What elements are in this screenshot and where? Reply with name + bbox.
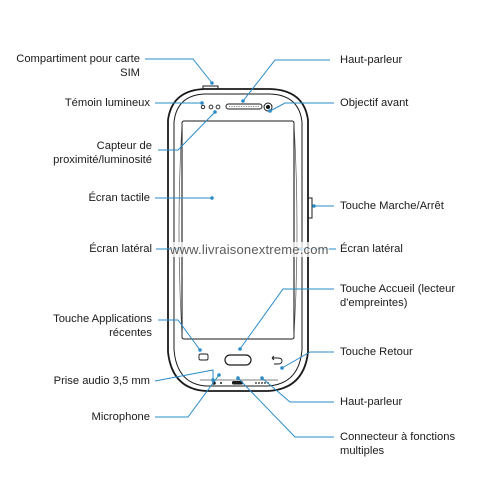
leader-speaker-top <box>242 59 330 102</box>
microphone-hole <box>220 382 222 384</box>
leader-connector <box>237 377 334 438</box>
label-audio-jack: Prise audio 3,5 mm <box>53 375 150 387</box>
leader-dots <box>176 81 316 382</box>
leader-sensor <box>158 111 216 151</box>
label-back-key: Touche Retour <box>340 346 413 358</box>
home-key-shape <box>224 354 252 366</box>
label-touchscreen: Écran tactile <box>88 192 150 204</box>
back-key-shape <box>271 355 283 365</box>
edge-curve-left <box>178 122 183 338</box>
recent-apps-key-shape <box>198 353 209 361</box>
label-speaker-top: Haut-parleur <box>340 54 403 66</box>
display-glass <box>181 120 295 340</box>
phone-outer-body <box>167 88 309 392</box>
leader-home <box>239 288 334 350</box>
phone-inner-edge <box>173 93 303 387</box>
label-front-camera: Objectif avant <box>340 97 409 109</box>
power-key <box>307 197 313 219</box>
audio-jack-hole <box>212 381 216 385</box>
leader-sim <box>145 58 213 84</box>
label-speaker-bottom: Haut-parleur <box>340 396 403 408</box>
edge-curve-right <box>293 122 298 338</box>
top-speaker-grille <box>225 103 263 110</box>
leader-camera <box>269 102 334 112</box>
label-led-indicator: Témoin lumineux <box>64 97 150 109</box>
watermark-text: www.livraisonextreme.com <box>170 242 329 257</box>
label-recent-apps-key: Touche Applications récentes <box>53 313 152 339</box>
phone-illustration <box>167 85 313 392</box>
leader-audio <box>154 369 214 382</box>
label-edge-screen-right: Écran latéral <box>340 243 403 255</box>
label-microphone: Microphone <box>91 411 150 423</box>
label-power-key: Touche Marche/Arrêt <box>340 200 444 212</box>
sensor-dot-1 <box>208 104 214 110</box>
leader-recent <box>158 319 201 351</box>
label-sim-tray: Compartiment pour carte SIM <box>16 53 140 79</box>
front-camera-ring <box>263 102 273 112</box>
front-camera-lens <box>265 104 271 110</box>
label-proximity-sensor: Capteur de proximité/luminosité <box>53 140 152 166</box>
label-multipurpose-jack: Connecteur à fonctions multiples <box>340 431 456 457</box>
sensor-dot-2 <box>215 104 221 110</box>
leader-mic <box>155 374 220 418</box>
usb-port <box>232 381 243 385</box>
leader-lines <box>145 58 336 438</box>
sim-tray <box>202 85 219 89</box>
led-dot <box>200 104 206 110</box>
label-home-key: Touche Accueil (lecteur d'empreintes) <box>340 283 456 309</box>
leader-back <box>281 351 334 369</box>
leader-speaker-bottom <box>261 377 334 403</box>
label-edge-screen-left: Écran latéral <box>89 243 152 255</box>
